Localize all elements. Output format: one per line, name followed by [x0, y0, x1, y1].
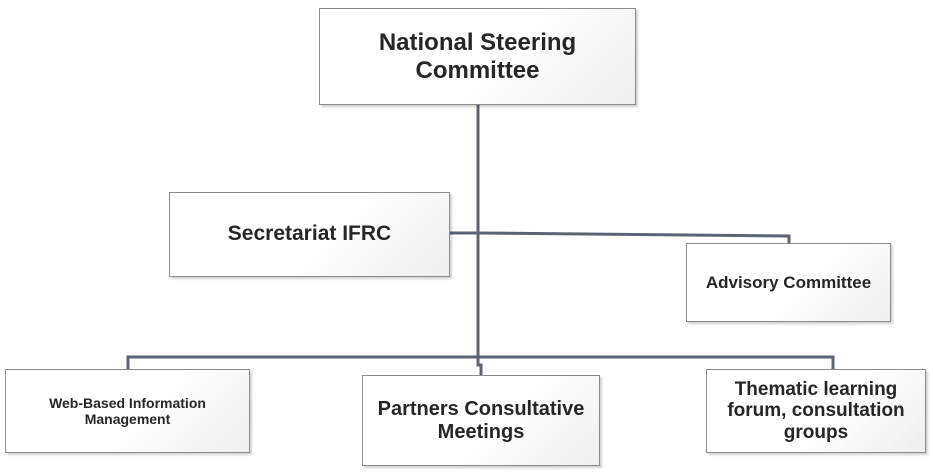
secretariat-ifrc-box: Secretariat IFRC	[169, 192, 450, 277]
thematic-learning-forum-label: Thematic learning forum, consultation gr…	[727, 379, 905, 443]
thematic-learning-forum-box: Thematic learning forum, consultation gr…	[706, 369, 926, 453]
partners-consultative-meetings-box: Partners Consultative Meetings	[362, 375, 600, 466]
web-based-information-management-box: Web-Based Information Management	[5, 369, 250, 453]
connector-group	[126, 105, 835, 375]
partners-connector	[476, 357, 483, 375]
advisory-connector	[477, 231, 791, 243]
advisory-committee-label: Advisory Committee	[705, 272, 872, 292]
national-steering-committee-box: National Steering Committee	[319, 8, 636, 105]
national-steering-committee-label: National Steering Committee	[378, 28, 577, 84]
partners-consultative-meetings-label: Partners Consultative Meetings	[377, 397, 585, 443]
advisory-committee-box: Advisory Committee	[686, 243, 891, 322]
secretariat-ifrc-label: Secretariat IFRC	[227, 222, 392, 246]
web-based-information-management-label: Web-Based Information Management	[49, 394, 206, 427]
bottom-branch-line	[126, 355, 835, 369]
